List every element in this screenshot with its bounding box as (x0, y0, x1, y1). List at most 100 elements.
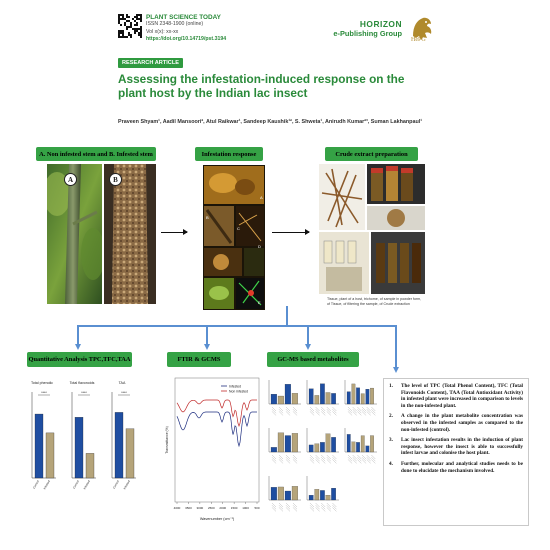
gcms-bar-4-1 (270, 447, 277, 453)
ftir-tick-label-1: 4000 (174, 506, 181, 510)
collage-label-c: C (237, 226, 240, 231)
gcms-bar-2-3 (320, 383, 325, 405)
gcms-label-stub-7-3-2 (285, 505, 291, 510)
gcms-label-stub-6-3-1 (357, 454, 362, 460)
gcms-label-stub-1-1-2 (271, 409, 277, 414)
gcms-label-stub-8-2-3 (315, 507, 320, 512)
gcms-bar-1-2 (277, 395, 284, 405)
gcms-label-stub-3-5-2 (366, 409, 371, 414)
gcms-label-stub-1-4-1 (292, 406, 298, 412)
doi-link[interactable]: https://doi.org/10.14719/pst.3194 (146, 36, 227, 43)
bracket-stem (286, 306, 288, 326)
qr-code (118, 14, 142, 38)
gcms-label-stub-5-4-2 (326, 457, 331, 462)
quant-title-1: Total phenolic (31, 381, 53, 385)
gcms-label-stub-7-2-1 (278, 502, 284, 508)
gcms-label-stub-8-1-3 (309, 507, 315, 512)
gcms-bar-4-4 (291, 433, 298, 453)
gcms-bar-1-4 (291, 393, 298, 405)
gcms-label-stub-7-4-2 (292, 505, 298, 510)
gcms-label-stub-4-4-2 (292, 457, 298, 462)
gcms-label-stub-5-1-1 (309, 454, 315, 460)
gcms-label-stub-7-1-1 (271, 502, 277, 508)
gcms-label-stub-4-2-3 (278, 459, 284, 464)
gcms-bar-1-3 (284, 384, 291, 405)
gcms-bar-8-5 (331, 488, 336, 501)
gcms-label-stub-8-4-1 (326, 502, 331, 508)
collage-label-e: E (258, 300, 261, 305)
conclusion-panel: 1.The level of TPC (Total Phenol Content… (383, 378, 529, 526)
journal-name: PLANT SCIENCE TODAY (146, 14, 221, 21)
gcms-bar-5-1 (308, 444, 314, 453)
conclusion-item-3: 3.Lac insect infestation results in the … (389, 437, 523, 457)
gcms-label-stub-7-4-1 (292, 502, 298, 508)
gcms-bar-6-2 (351, 441, 356, 453)
quant-title-3: TAA (119, 381, 126, 385)
gcms-bar-6-4 (360, 435, 365, 453)
gcms-label-stub-8-2-1 (315, 502, 320, 508)
quant-cat-3-2: Infested (122, 479, 131, 490)
collage-label-a: A (260, 195, 263, 200)
publisher-line2: e-Publishing Group (333, 29, 402, 38)
gcms-label-stub-1-3-3 (285, 411, 291, 416)
quant-sig-3: **** (121, 391, 127, 395)
gcms-bar-4-2 (277, 432, 284, 453)
gcms-label-stub-5-3-3 (321, 459, 326, 464)
gcms-bar-2-5 (331, 393, 336, 405)
gcms-label-stub-2-4-3 (326, 411, 331, 416)
gcms-label-stub-4-4-3 (292, 459, 298, 464)
box-ftir-gcms: FTIR & GCMS (167, 352, 231, 367)
quant-bar-3-1 (114, 412, 124, 479)
infested-stem-photo (104, 164, 156, 304)
gcms-label-stub-3-4-2 (361, 409, 367, 414)
gcms-label-stub-6-2-3 (352, 459, 357, 464)
gcms-label-stub-3-2-1 (352, 406, 357, 412)
gcms-bar-5-2 (314, 443, 320, 453)
gcms-label-stub-5-2-1 (315, 454, 320, 460)
gcms-bar-2-4 (325, 392, 331, 405)
gcms-label-stub-2-2-2 (315, 409, 320, 414)
gcms-label-stub-4-1-1 (271, 454, 277, 460)
gcms-label-stub-2-3-3 (321, 411, 326, 416)
gcms-bar-6-3 (356, 442, 360, 453)
gcms-label-stub-6-3-3 (357, 459, 362, 464)
gcms-label-stub-3-5-3 (366, 411, 371, 416)
bracket-arrowhead-1 (74, 344, 81, 350)
gcms-label-stub-6-5-3 (366, 459, 371, 464)
gcms-label-stub-7-2-2 (278, 505, 284, 510)
quant-cat-2-2: Infested (82, 479, 91, 490)
gcms-label-stub-7-1-2 (271, 505, 277, 510)
gcms-label-stub-2-1-2 (309, 409, 315, 414)
gcms-label-stub-8-1-2 (309, 505, 315, 510)
crude-extract-caption: Tissue, plant of a host, trichome, of sa… (327, 297, 422, 306)
gcms-label-stub-6-6-3 (371, 459, 376, 464)
gcms-label-stub-4-2-2 (278, 457, 284, 462)
journal-issn: ISSN 2348-1900 (online) (146, 21, 204, 28)
ftir-y-axis-label: Transmittance (%) (165, 426, 169, 454)
gcms-label-stub-2-2-3 (315, 411, 320, 416)
gcms-bar-3-6 (370, 387, 374, 405)
gcms-bar-8-2 (314, 489, 320, 501)
quant-cat-2-1: Control (72, 479, 80, 489)
gcms-label-stub-1-4-3 (292, 411, 298, 416)
gcms-label-stub-3-1-3 (347, 411, 353, 416)
gcms-bar-5-5 (331, 437, 336, 453)
gcms-label-stub-7-4-3 (292, 507, 298, 512)
gcms-label-stub-6-3-2 (357, 457, 362, 462)
gcms-bar-7-3 (284, 490, 291, 501)
ftir-tick-label-5: 2000 (219, 506, 226, 510)
gcms-bar-8-1 (308, 495, 314, 501)
gcms-label-stub-3-3-2 (357, 409, 362, 414)
gcms-label-stub-3-2-2 (352, 409, 357, 414)
gcms-label-stub-8-3-2 (321, 505, 326, 510)
gcms-bar-3-4 (360, 393, 365, 405)
gcms-bar-3-1 (346, 391, 351, 405)
ftir-tick-label-3: 3000 (197, 506, 204, 510)
gcms-label-stub-5-2-2 (315, 457, 320, 462)
journal-info: PLANT SCIENCE TODAY ISSN 2348-1900 (onli… (146, 14, 226, 44)
gcms-bar-6-5 (365, 445, 370, 453)
gcms-label-stub-6-1-2 (347, 457, 353, 462)
gcms-label-stub-6-6-2 (371, 457, 376, 462)
